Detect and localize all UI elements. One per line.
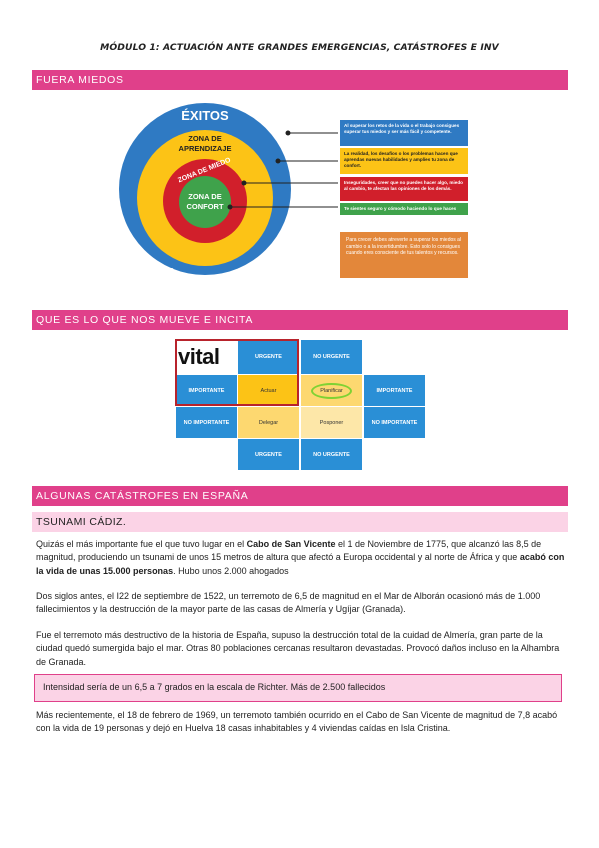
vital-frame [175,339,299,406]
header-urgente: URGENTE [238,340,299,374]
suenos-label: SUEÑOS [142,266,174,275]
paragraph-3: Fue el terremoto más destructivo de la h… [36,630,560,667]
paragraph-2: Dos siglos antes, el I22 de septiembre d… [36,591,541,615]
learning-zone-line2: APRENDIZAJE [179,144,232,153]
box-yellow: La realidad, los desafíos o los problema… [340,148,468,174]
section-header-fuera-miedos: FUERA MIEDOS [32,70,568,90]
row-importante: IMPORTANTE [176,375,237,406]
cell-planificar: Planificar [301,375,362,406]
document-title: MÓDULO 1: ACTUACIÓN ANTE GRANDES EMERGEN… [100,42,499,53]
paragraph-1: Quizás el más importante fue el que tuvo… [36,539,565,576]
subsection-tsunami: TSUNAMI CÁDIZ. [32,512,568,532]
planificar-oval: Planificar [311,382,352,399]
learning-zone-line1: ZONA DE [188,134,221,143]
comfort-zone-line2: CONFORT [186,202,223,211]
comfort-zone-diagram: ÉXITOS ZONA DE APRENDIZAJE ZONA DE MIEDO… [119,103,338,275]
comfort-zone-line1: ZONA DE [188,192,221,201]
footer-no-urgente: NO URGENTE [301,439,362,470]
section-header-que-nos-mueve: QUE ES LO QUE NOS MUEVE E INCITA [32,310,568,330]
exitos-label: ÉXITOS [181,108,229,123]
priority-matrix: vital URGENTE NO URGENTE IMPORTANTE Actu… [175,339,426,472]
section-header-catastrofes: ALGUNAS CATÁSTROFES EN ESPAÑA [32,486,568,506]
box-orange: Para crecer debes atreverte a superar lo… [340,232,468,278]
cell-posponer: Posponer [301,407,362,438]
row-no-importante-right: NO IMPORTANTE [364,407,425,438]
box-blue: Al superar los retos de la vida o el tra… [340,120,468,146]
box-green: Te sientes seguro y cómodo haciendo lo q… [340,203,468,215]
row-no-importante: NO IMPORTANTE [176,407,237,438]
cell-delegar: Delegar [238,407,299,438]
footer-urgente: URGENTE [238,439,299,470]
highlight-box: Intensidad sería de un 6,5 a 7 grados en… [34,674,562,702]
cell-actuar: Actuar [238,375,299,406]
vital-logo: vital [176,340,238,374]
comfort-circle-green [179,176,231,228]
metas-label: METAS [238,266,264,275]
paragraph-4: Más recientemente, el 18 de febrero de 1… [36,710,558,734]
box-red: Inseguridades, creer que no puedes hacer… [340,177,468,201]
header-no-urgente: NO URGENTE [301,340,362,374]
row-importante-right: IMPORTANTE [364,375,425,406]
